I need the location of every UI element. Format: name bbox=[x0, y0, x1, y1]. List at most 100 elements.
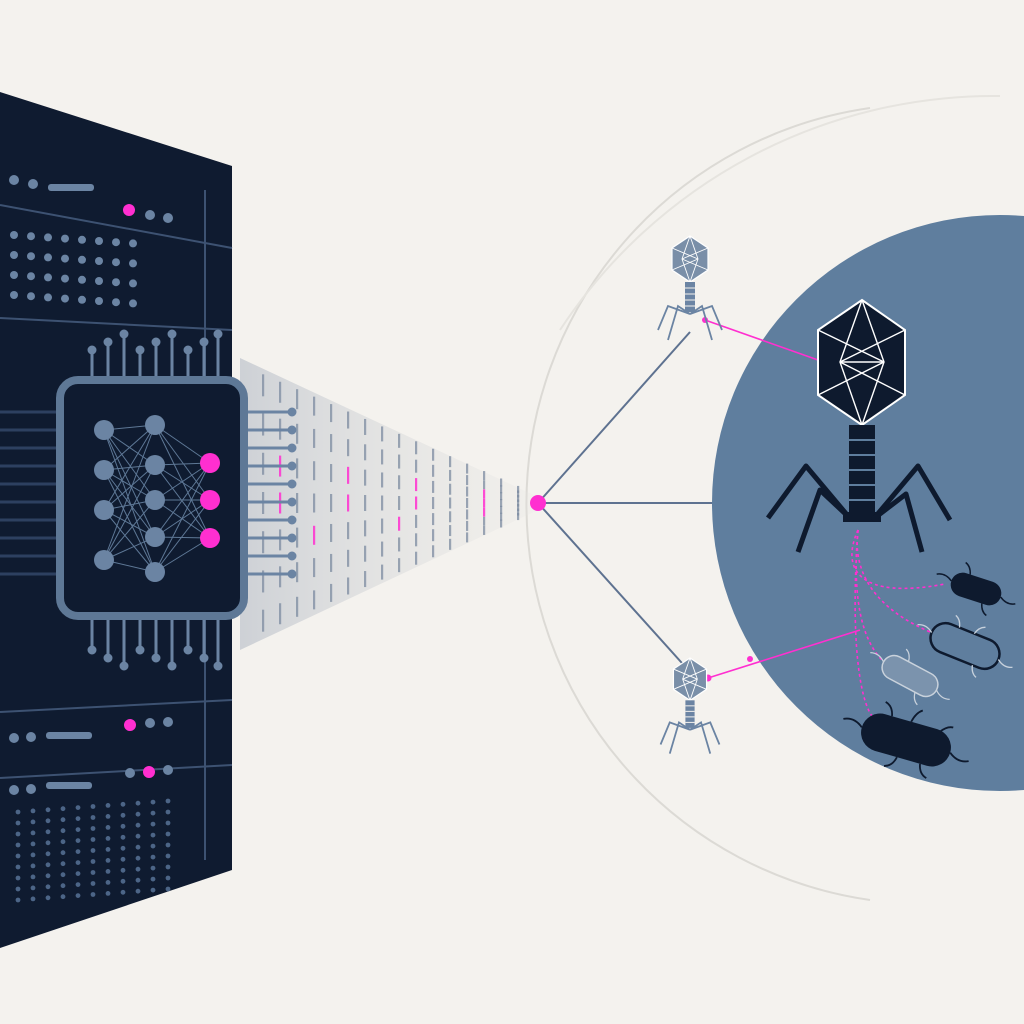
vent-dot bbox=[75, 893, 81, 898]
bacterium-icon bbox=[917, 614, 1013, 678]
data-stream-bit bbox=[313, 461, 316, 481]
vent-dot bbox=[10, 271, 18, 279]
data-stream-bit bbox=[347, 577, 350, 595]
vent-dot bbox=[150, 854, 156, 860]
data-stream-bit bbox=[398, 558, 401, 573]
network-edge bbox=[154, 499, 211, 573]
vent-dot bbox=[105, 880, 111, 885]
capsid-edge bbox=[671, 258, 699, 271]
vent-dot bbox=[45, 873, 51, 879]
network-edge bbox=[103, 499, 156, 561]
data-stream-bit bbox=[364, 545, 367, 562]
vent-dot bbox=[45, 862, 51, 868]
data-stream-bit bbox=[517, 494, 520, 502]
vent-dot bbox=[75, 860, 81, 865]
data-stream-bit bbox=[517, 504, 520, 512]
data-stream-bit bbox=[330, 553, 333, 572]
data-stream-bit bbox=[330, 494, 333, 512]
data-stream-bit bbox=[500, 478, 503, 487]
vent-dot bbox=[60, 894, 66, 900]
vent-dot bbox=[112, 258, 120, 267]
data-stream-bit bbox=[517, 499, 520, 507]
network-edge bbox=[103, 429, 156, 538]
data-stream-bit bbox=[500, 492, 503, 501]
vent-dot bbox=[120, 889, 126, 895]
vent-dot bbox=[45, 840, 51, 846]
network-edge bbox=[154, 537, 211, 573]
vent-dot bbox=[30, 819, 36, 825]
data-stream-bit bbox=[364, 495, 367, 511]
data-stream-bit bbox=[449, 525, 452, 537]
chip-pin-end bbox=[287, 443, 297, 453]
data-stream-bit bbox=[364, 571, 367, 588]
vent-dot bbox=[15, 842, 21, 848]
data-stream-bit bbox=[296, 596, 299, 617]
chip-pin-end bbox=[287, 479, 297, 489]
vent-dot bbox=[90, 870, 96, 875]
phage-tail bbox=[685, 282, 695, 312]
data-stream-bit bbox=[432, 513, 435, 526]
chip-pin-end bbox=[135, 645, 145, 655]
data-stream-bit bbox=[313, 493, 316, 513]
vent-dot bbox=[75, 816, 81, 821]
data-stream-bit bbox=[415, 514, 418, 528]
vent-dot bbox=[90, 804, 96, 809]
data-stream-bit bbox=[330, 434, 333, 453]
vent-dot bbox=[75, 838, 81, 843]
vent-dot bbox=[75, 849, 81, 854]
data-stream-bit bbox=[381, 449, 384, 465]
chip-pin-end bbox=[183, 645, 193, 655]
vent-dot bbox=[105, 869, 111, 874]
vent-dot bbox=[135, 822, 141, 828]
bacteriophage-icon bbox=[765, 298, 953, 553]
data-stream-bit bbox=[517, 508, 520, 516]
vent-dot bbox=[60, 839, 66, 845]
data-stream-bit bbox=[432, 464, 435, 477]
data-stream-bit bbox=[296, 458, 299, 479]
data-stream-bit bbox=[466, 463, 469, 474]
vent-dot bbox=[129, 259, 137, 268]
data-stream-bit bbox=[279, 603, 282, 625]
chip-pin-end bbox=[167, 661, 177, 671]
vent-dot bbox=[61, 234, 69, 243]
vent-dot bbox=[10, 291, 18, 299]
data-stream-bit bbox=[381, 495, 384, 511]
chip-pin-end bbox=[287, 425, 297, 435]
vent-dot bbox=[15, 820, 21, 826]
vent-dot bbox=[15, 809, 21, 815]
data-stream-bit bbox=[449, 483, 452, 495]
network-node bbox=[94, 500, 114, 520]
vent-dot bbox=[112, 238, 120, 247]
data-stream-bit bbox=[381, 564, 384, 580]
vent-dot bbox=[45, 807, 51, 813]
capsid-edge bbox=[689, 679, 698, 701]
tail-fiber bbox=[667, 304, 691, 341]
vent-dot bbox=[135, 811, 141, 817]
network-edge bbox=[103, 469, 156, 573]
vent-dot bbox=[120, 834, 126, 840]
data-stream-bit bbox=[517, 513, 520, 521]
vent-dot bbox=[61, 294, 69, 303]
vent-dot bbox=[27, 272, 35, 281]
vent-dot bbox=[129, 299, 137, 308]
status-light-mid bbox=[124, 719, 136, 731]
data-stream-bit bbox=[296, 423, 299, 444]
data-stream-bit bbox=[262, 413, 265, 436]
data-stream-bit bbox=[262, 570, 265, 593]
vent-dot bbox=[15, 831, 21, 837]
data-stream-bit bbox=[330, 583, 333, 602]
capsid-edge bbox=[682, 657, 691, 680]
data-stream-bit bbox=[364, 418, 367, 435]
vent-dot bbox=[78, 235, 86, 244]
network-edge bbox=[103, 464, 156, 561]
network-edge bbox=[154, 462, 211, 501]
chip-pin-end bbox=[287, 461, 297, 471]
data-stream-bit bbox=[432, 448, 435, 461]
vent-dot bbox=[165, 853, 171, 859]
capsid-edge bbox=[681, 235, 691, 260]
data-stream-bit bbox=[347, 439, 350, 457]
chip-pin-end bbox=[183, 345, 193, 355]
vent-dot bbox=[105, 858, 111, 863]
data-stream-bit bbox=[347, 549, 350, 567]
